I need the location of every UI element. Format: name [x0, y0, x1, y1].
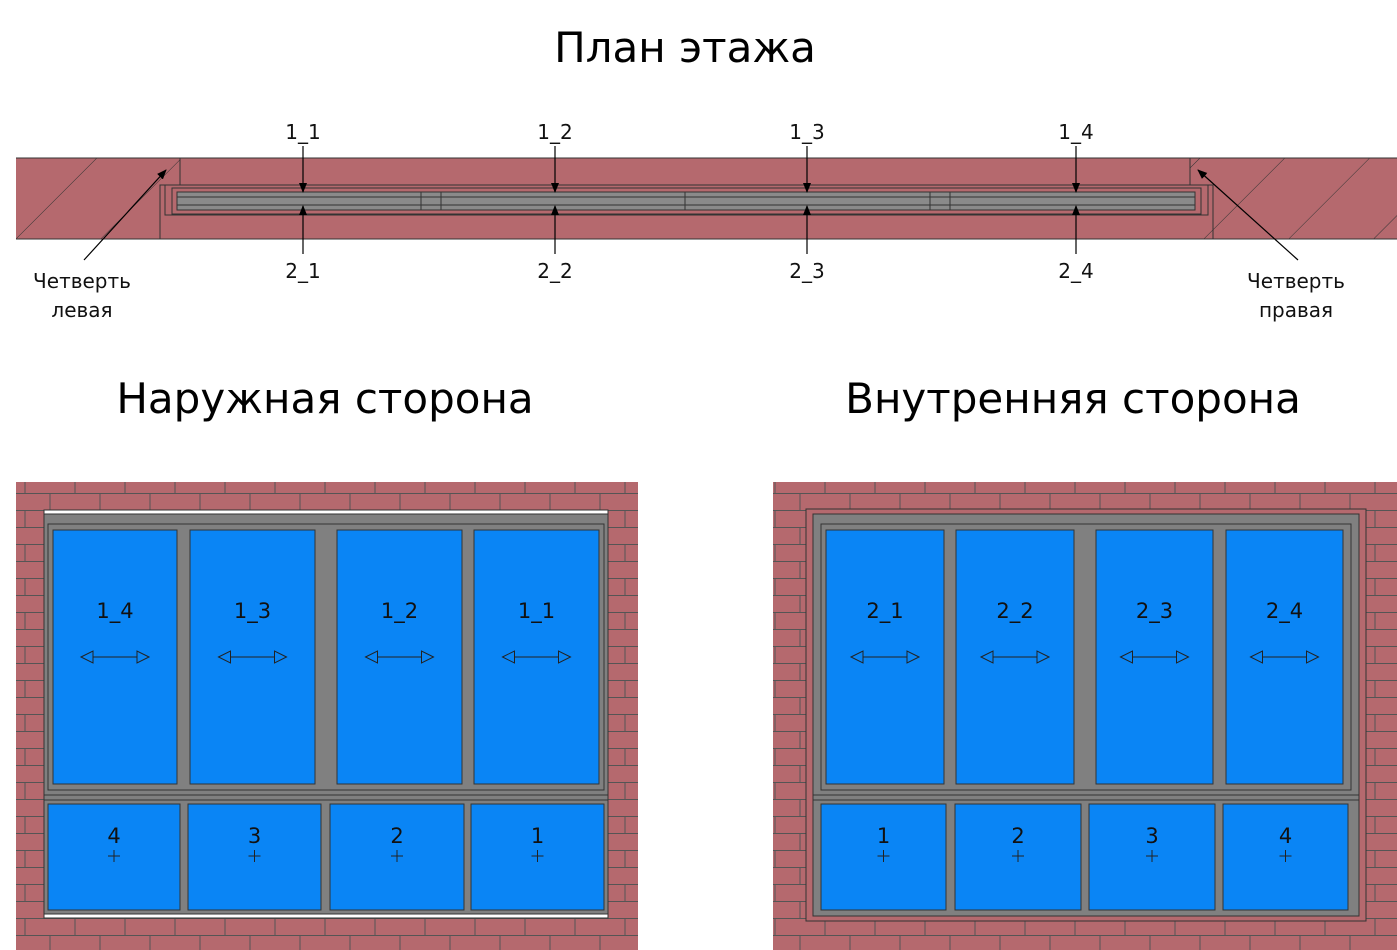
- fixed-pane-plus-icon: [531, 850, 544, 862]
- fixed-pane-number: 1: [531, 824, 544, 848]
- fixed-pane-plus-icon: [1012, 850, 1024, 862]
- fixed-pane-number: 2: [1011, 824, 1024, 848]
- inner-side-title: Внутренняя сторона: [845, 374, 1301, 423]
- sliding-direction-icon: [849, 650, 921, 664]
- wall-left-hatched: [16, 158, 180, 239]
- plan-title: План этажа: [554, 23, 816, 72]
- fixed-pane-plus-icon: [1279, 850, 1292, 862]
- sash-label: 2_2: [996, 599, 1033, 624]
- outer-lower-panes: 4 3 2 1: [47, 803, 605, 911]
- sliding-direction-icon: [501, 650, 572, 664]
- plan-bottom-label: 2_4: [1058, 259, 1093, 283]
- quarter-right-line2: правая: [1259, 298, 1333, 322]
- sliding-direction-icon: [79, 650, 151, 664]
- outer-sashes: 1_4 1_3 1_2 1_1: [52, 529, 600, 785]
- quarter-right-line1: Четверть: [1247, 269, 1345, 293]
- wall-right-hatched: [1190, 158, 1397, 239]
- plan-top-label: 1_3: [789, 120, 824, 144]
- quarter-right-note: Четверть правая: [1197, 169, 1345, 322]
- outer-side-title: Наружная сторона: [116, 374, 533, 423]
- fixed-pane-plus-icon: [1146, 850, 1158, 862]
- plan-top-label: 1_1: [285, 120, 320, 144]
- inner-lower-panes: 1 2 3 4: [820, 803, 1349, 911]
- sash-label: 1_2: [381, 599, 418, 624]
- inner-sashes: 2_1 2_2 2_3 2_4: [825, 529, 1344, 785]
- sash-label: 2_1: [866, 599, 903, 624]
- plan-top-label: 1_2: [537, 120, 572, 144]
- outer-elevation: 1_4 1_3 1_2 1_1 4 3 2 1: [16, 482, 638, 950]
- plan-top-label: 1_4: [1058, 120, 1093, 144]
- plan-sash-labels: 1_1 2_1 1_2 2_2 1_3 2_3 1_4 2_4: [285, 120, 1093, 283]
- fixed-pane-plus-icon: [877, 850, 890, 862]
- sash-label: 2_4: [1266, 599, 1303, 624]
- fixed-pane-number: 1: [877, 824, 890, 848]
- floor-plan: [16, 157, 1397, 240]
- plan-bottom-label: 2_3: [789, 259, 824, 283]
- sliding-direction-icon: [217, 650, 288, 664]
- quarter-left-note: Четверть левая: [33, 169, 167, 322]
- fixed-pane-plus-icon: [248, 850, 261, 862]
- fixed-pane-plus-icon: [391, 850, 403, 862]
- fixed-pane-number: 4: [1279, 824, 1292, 848]
- fixed-pane-number: 3: [248, 824, 261, 848]
- sliding-direction-icon: [1249, 650, 1320, 664]
- plan-bottom-label: 2_2: [537, 259, 572, 283]
- fixed-pane-plus-icon: [108, 850, 120, 862]
- sliding-direction-icon: [364, 650, 435, 664]
- fixed-pane-number: 3: [1145, 824, 1158, 848]
- quarter-left-line1: Четверть: [33, 269, 131, 293]
- sliding-direction-icon: [1119, 650, 1190, 664]
- sash-label: 1_3: [234, 599, 271, 624]
- plan-bottom-label: 2_1: [285, 259, 320, 283]
- sliding-direction-icon: [979, 650, 1051, 664]
- sash-label: 1_4: [96, 599, 133, 624]
- fixed-pane-number: 2: [390, 824, 403, 848]
- sash-label: 1_1: [518, 599, 555, 624]
- quarter-left-line2: левая: [51, 298, 112, 322]
- inner-elevation: 2_1 2_2 2_3 2_4 1 2 3 4: [773, 482, 1397, 950]
- sash-label: 2_3: [1136, 599, 1173, 624]
- fixed-pane-number: 4: [107, 824, 120, 848]
